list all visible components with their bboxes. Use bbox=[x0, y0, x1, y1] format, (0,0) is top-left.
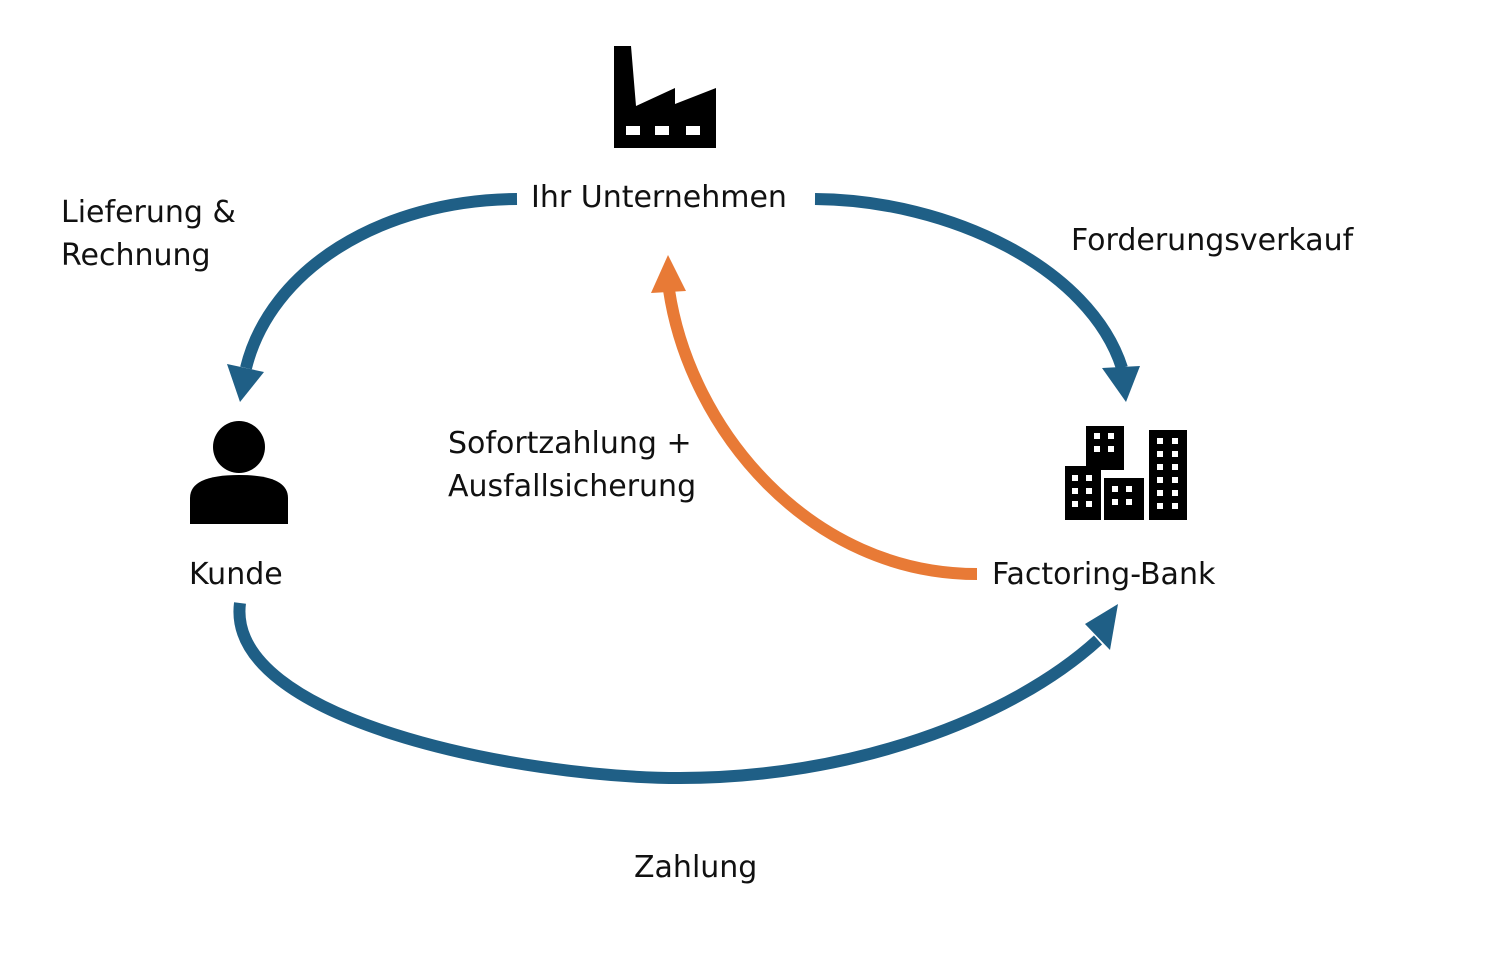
edge-label-immediate-line1: Sofortzahlung + bbox=[448, 426, 692, 461]
node-label-customer: Kunde bbox=[189, 557, 283, 592]
arrow-delivery bbox=[227, 193, 518, 402]
node-label-company: Ihr Unternehmen bbox=[531, 180, 787, 215]
office-buildings-icon bbox=[1065, 426, 1187, 520]
arrow-immediate-payment bbox=[651, 255, 978, 580]
node-label-bank: Factoring-Bank bbox=[992, 557, 1216, 592]
edge-label-delivery-line2: Rechnung bbox=[61, 238, 211, 273]
edge-label-immediate-line2: Ausfallsicherung bbox=[448, 469, 697, 504]
edge-label-delivery-line1: Lieferung & bbox=[61, 195, 236, 230]
edge-label-payment: Zahlung bbox=[634, 850, 758, 885]
edge-label-delivery: Lieferung & Rechnung bbox=[61, 191, 236, 277]
arrow-receivables-sale bbox=[814, 193, 1140, 402]
edge-label-receivables-sale: Forderungsverkauf bbox=[1071, 223, 1354, 258]
edge-label-immediate-payment: Sofortzahlung + Ausfallsicherung bbox=[448, 422, 696, 508]
arrow-payment bbox=[233, 602, 1118, 785]
factory-icon bbox=[614, 46, 716, 148]
person-icon bbox=[190, 421, 288, 524]
